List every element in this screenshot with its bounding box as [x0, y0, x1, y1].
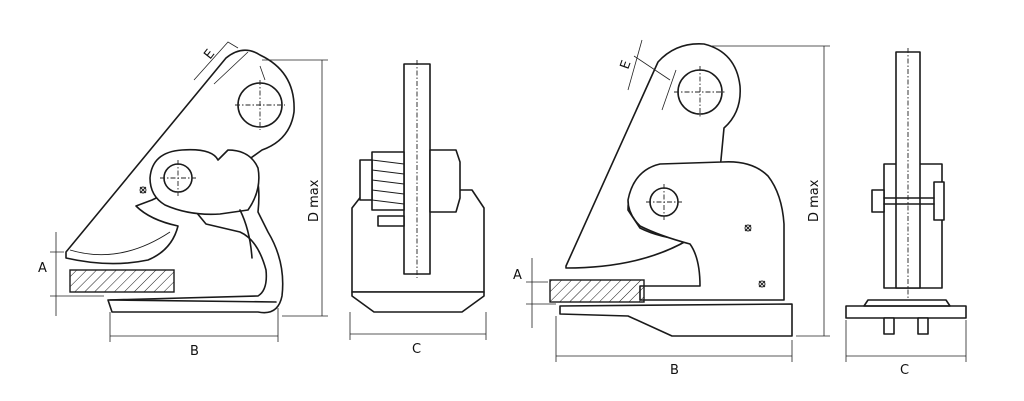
left-clamp-front-view: C — [349, 60, 487, 357]
right-clamp-side-view: A B D max E — [513, 39, 830, 378]
left-side-dim-e: E — [201, 47, 218, 63]
right-side-dim-e: E — [618, 59, 635, 72]
left-workpiece — [69, 269, 175, 293]
left-clamp-side-view: A B D max E — [38, 41, 328, 359]
left-side-dim-d: D max — [307, 179, 322, 222]
right-side-dim-d: D max — [807, 179, 822, 222]
left-side-dim-b: B — [190, 344, 199, 359]
right-workpiece — [549, 279, 645, 303]
left-cam-housing — [149, 148, 260, 216]
right-cam-body — [627, 160, 785, 301]
right-side-dim-a: A — [513, 268, 522, 283]
right-clamp-front-view: C — [845, 48, 967, 378]
left-side-dim-a: A — [38, 261, 47, 276]
left-front-dim-c: C — [412, 342, 421, 357]
right-side-dim-b: B — [670, 363, 679, 378]
right-front-dim-c: C — [900, 363, 909, 378]
